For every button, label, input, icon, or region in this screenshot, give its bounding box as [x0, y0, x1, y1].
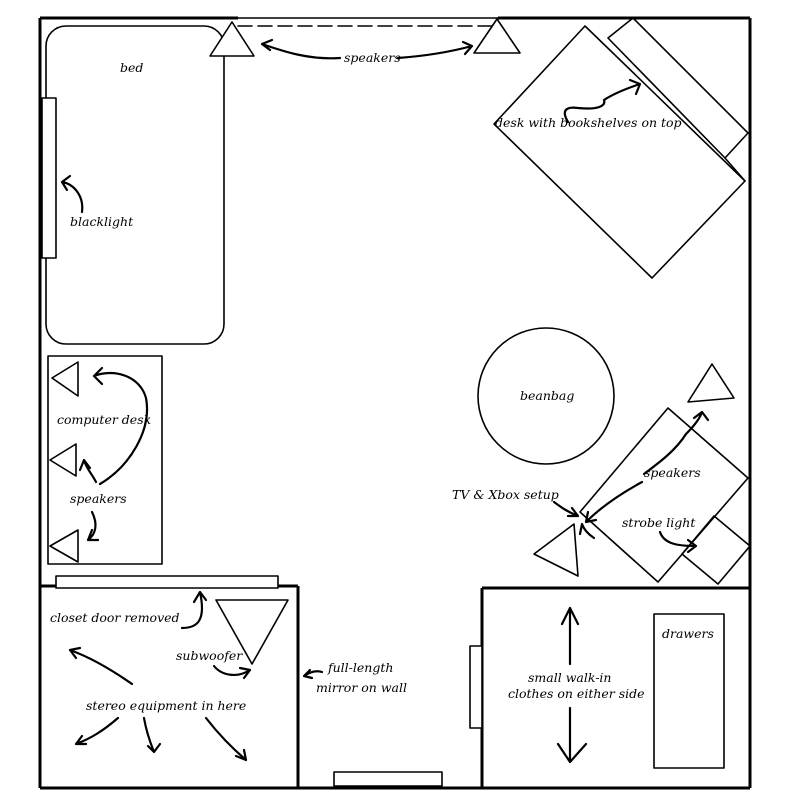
- stereo-arrow-upleft: [68, 646, 134, 686]
- subwoofer-label: subwoofer: [176, 648, 243, 663]
- stereo-arrow-downleft: [74, 716, 120, 746]
- outer-walls: [38, 16, 752, 790]
- stereo-arrow-down: [142, 716, 162, 754]
- blacklight-arrow: [60, 174, 84, 214]
- desk-arrow: [563, 78, 642, 124]
- tv-xbox-arrow: [552, 500, 580, 518]
- speakers-top-arrow-right: [396, 40, 474, 60]
- speakers-left-label: speakers: [70, 491, 127, 506]
- speakers-right-label: speakers: [644, 465, 701, 480]
- desk-bookshelves: [493, 17, 749, 279]
- walkin-door-frame: [469, 645, 483, 729]
- walkin-label-line1: small walk-in: [528, 670, 611, 685]
- speaker-top-left: [209, 21, 255, 57]
- speakers-left-arrow-up-small: [78, 458, 98, 484]
- speakers-right-arrow: [642, 410, 710, 476]
- stereo-equipment-label: stereo equipment in here: [86, 698, 246, 713]
- drawers-label: drawers: [662, 626, 714, 641]
- tv-xbox-label: TV & Xbox setup: [452, 487, 559, 502]
- speakers-left-arrow-up-large: [92, 366, 149, 486]
- speakers-right-arrow-lower: [584, 480, 644, 524]
- speaker-right-upper: [687, 363, 735, 403]
- beanbag-label: beanbag: [520, 388, 574, 403]
- subwoofer-shape: [215, 599, 289, 665]
- speakers-top-arrow-left: [260, 38, 342, 60]
- walkin-label-line2: clothes on either side: [508, 686, 645, 701]
- speakers-left-arrow-down: [86, 510, 100, 542]
- tv-xbox-stand: [579, 407, 751, 585]
- closet-door-label: closet door removed: [50, 610, 180, 625]
- speaker-left-2: [49, 443, 77, 477]
- tv-arrow-right: [578, 522, 596, 540]
- beanbag-shape: [477, 327, 615, 465]
- blacklight-label: blacklight: [70, 214, 134, 229]
- closet-door-arrow: [180, 590, 208, 630]
- speaker-left-3: [49, 529, 79, 563]
- window: [237, 17, 499, 27]
- speaker-left-1: [51, 361, 79, 397]
- strobe-light-arrow: [658, 530, 698, 554]
- drawers-shape: [653, 613, 725, 769]
- stereo-arrow-downright: [204, 716, 248, 762]
- mirror-arrow: [302, 668, 324, 680]
- speaker-top-right: [473, 18, 521, 54]
- computer-desk-shape: [47, 355, 163, 565]
- speaker-right-lower: [533, 523, 579, 577]
- walkin-arrow-up: [560, 606, 580, 666]
- desk-bookshelves-label: desk with bookshelves on top: [495, 115, 682, 130]
- subwoofer-arrow: [212, 664, 252, 680]
- speakers-top-label: speakers: [344, 50, 401, 65]
- mirror-label-line2: mirror on wall: [316, 680, 407, 695]
- closet-door-frame: [55, 575, 279, 589]
- blacklight-fixture: [41, 97, 57, 259]
- mirror-shape: [333, 771, 443, 787]
- bed-label: bed: [120, 60, 143, 75]
- strobe-light-label: strobe light: [622, 515, 696, 530]
- mirror-label-line1: full-length: [327, 660, 393, 675]
- walkin-arrow-down: [556, 706, 588, 764]
- computer-desk-label: computer desk: [57, 412, 151, 427]
